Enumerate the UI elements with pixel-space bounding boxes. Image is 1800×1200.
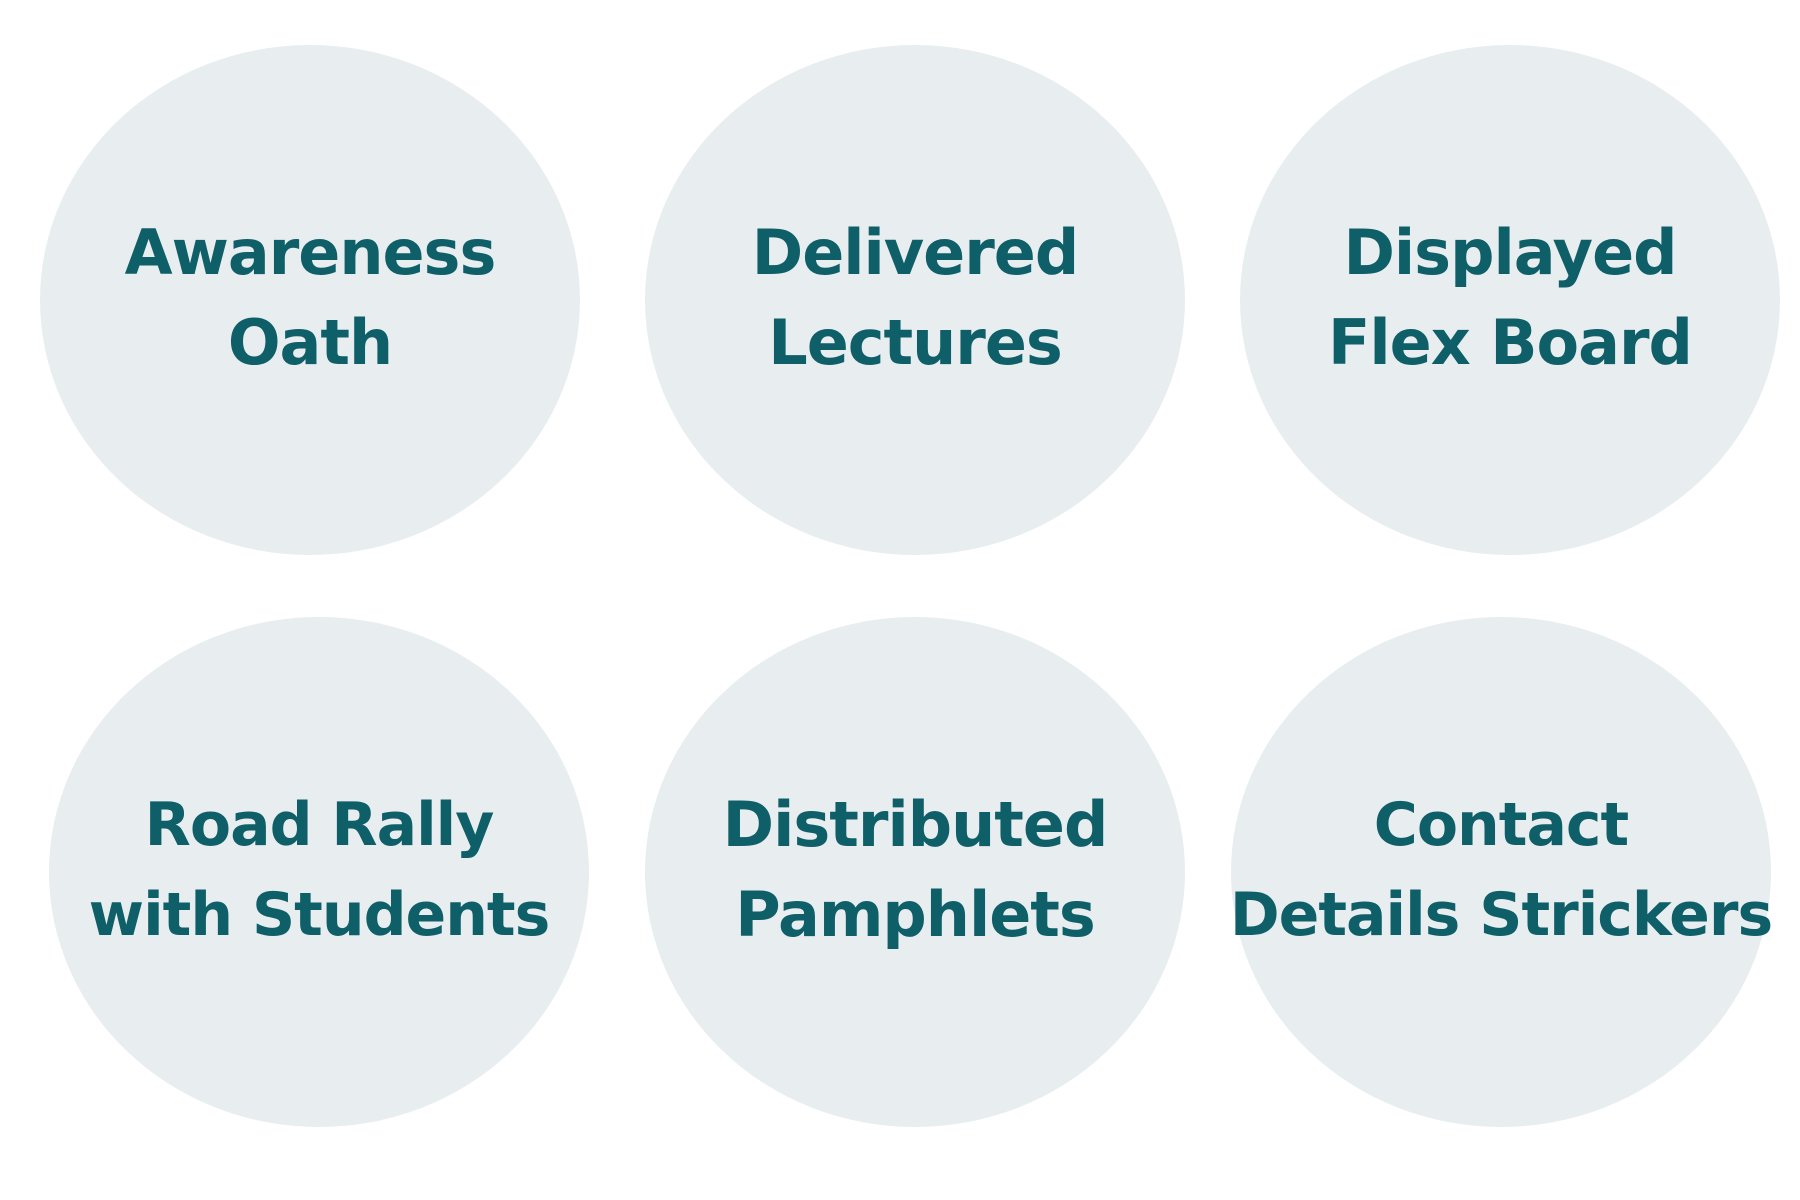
activity-label-line1: Distributed — [722, 788, 1109, 861]
activity-label-line1: Road Rally — [144, 790, 495, 860]
activity-label-line1: Contact — [1373, 790, 1629, 860]
activity-label: Road Rally with Students — [88, 780, 551, 960]
activity-bubble-delivered-lectures: Delivered Lectures — [645, 45, 1185, 555]
activity-label: Contact Details Strickers — [1229, 780, 1773, 960]
activity-label-line1: Awareness — [124, 216, 497, 289]
activity-bubble-contact-details-stickers: Contact Details Strickers — [1229, 617, 1773, 1127]
activity-bubble-distributed-pamphlets: Distributed Pamphlets — [645, 617, 1185, 1127]
activity-label: Delivered Lectures — [752, 208, 1079, 388]
activity-bubble-road-rally: Road Rally with Students — [49, 617, 589, 1127]
activity-label: Awareness Oath — [124, 208, 497, 388]
activity-label: Distributed Pamphlets — [722, 780, 1109, 960]
activity-label-line1: Displayed — [1343, 216, 1677, 289]
activity-label-line2: Oath — [227, 306, 393, 379]
activity-bubble-awareness-oath: Awareness Oath — [40, 45, 580, 555]
activity-label: Displayed Flex Board — [1328, 208, 1693, 388]
activity-label-line1: Delivered — [751, 216, 1079, 289]
activity-label-line2: Flex Board — [1328, 306, 1693, 379]
activity-label-line2: Details Strickers — [1229, 880, 1773, 950]
activity-label-line2: with Students — [88, 880, 551, 950]
activity-label-line2: Pamphlets — [735, 878, 1096, 951]
activity-label-line2: Lectures — [768, 306, 1063, 379]
activity-bubble-displayed-flex-board: Displayed Flex Board — [1240, 45, 1780, 555]
